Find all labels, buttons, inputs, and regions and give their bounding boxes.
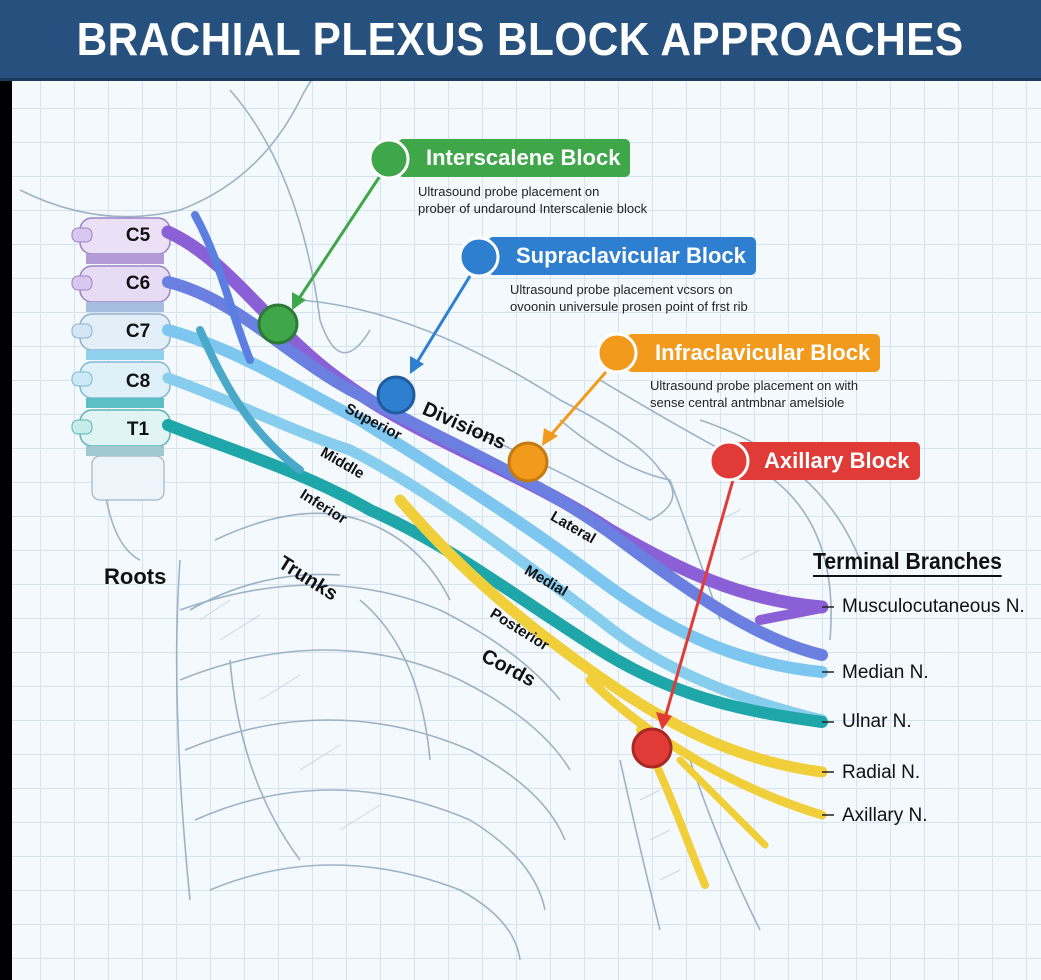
roots-label: Roots bbox=[104, 564, 167, 589]
root-label-c6: C6 bbox=[125, 273, 151, 294]
nerve-t1 bbox=[162, 419, 828, 728]
nerve-axillary-branch bbox=[585, 675, 827, 820]
axillary-block-name: Axillary Block bbox=[764, 448, 910, 473]
branch-ticks bbox=[822, 606, 834, 816]
branch-axillary: Axillary N. bbox=[842, 805, 928, 826]
branch-median: Median N. bbox=[842, 662, 929, 683]
page-title: BRACHIAL PLEXUS BLOCK APPROACHES bbox=[76, 13, 965, 65]
supraclavicular-block-label: Supraclavicular Block bbox=[488, 237, 756, 275]
axillary-marker-icon bbox=[708, 440, 750, 482]
root-label-t1: T1 bbox=[126, 419, 150, 440]
axillary-target-circle bbox=[631, 727, 673, 769]
nerve-c7 bbox=[162, 324, 828, 678]
skeleton-sketch bbox=[19, 72, 861, 961]
vertebrae bbox=[71, 217, 171, 501]
interscalene-target-circle bbox=[257, 303, 299, 345]
supraclavicular-desc: Ultrasound probe placement vcsors on ovo… bbox=[510, 281, 748, 315]
branch-musculocutaneous: Musculocutaneous N. bbox=[842, 596, 1025, 617]
interscalene-block-name: Interscalene Block bbox=[426, 145, 621, 170]
block-arrows bbox=[292, 175, 735, 730]
interscalene-desc: Ultrasound probe placement on prober of … bbox=[418, 183, 647, 217]
interscalene-desc-line2: prober of undaround Interscalenie block bbox=[418, 201, 648, 216]
nerve-c8 bbox=[162, 372, 828, 726]
supraclavicular-marker-icon bbox=[458, 236, 500, 278]
infraclavicular-target-circle bbox=[507, 441, 549, 483]
title-bar: BRACHIAL PLEXUS BLOCK APPROACHES bbox=[0, 0, 1041, 81]
supraclavicular-desc-line1: Ultrasound probe placement vcsors on bbox=[510, 282, 733, 297]
supraclavicular-desc-line2: ovoonin universule prosen point of frst … bbox=[510, 299, 748, 314]
branch-radial: Radial N. bbox=[842, 762, 921, 783]
infraclavicular-block-label: Infraclavicular Block bbox=[627, 334, 881, 372]
infraclavicular-block-name: Infraclavicular Block bbox=[655, 340, 871, 365]
block-targets bbox=[257, 303, 673, 769]
infraclavicular-desc: Ultrasound probe placement on with sense… bbox=[650, 377, 858, 411]
supraclavicular-block-name: Supraclavicular Block bbox=[516, 243, 746, 268]
root-label-c8: C8 bbox=[125, 371, 151, 392]
infraclavicular-desc-line1: Ultrasound probe placement on with bbox=[650, 378, 859, 393]
terminal-branches-heading: Terminal Branches bbox=[813, 548, 1002, 577]
interscalene-marker-icon bbox=[368, 138, 410, 180]
infraclavicular-desc-line2: sense central antmbnar amelsiole bbox=[650, 395, 845, 410]
infraclavicular-marker-icon bbox=[596, 332, 638, 374]
skeleton-hatching bbox=[199, 509, 781, 881]
axillary-block-label: Axillary Block bbox=[736, 442, 920, 480]
supraclavicular-target-circle bbox=[376, 375, 416, 415]
branch-ulnar: Ulnar N. bbox=[842, 711, 912, 732]
interscalene-block-label: Interscalene Block bbox=[398, 139, 631, 177]
nerve-axillary-down bbox=[676, 756, 769, 849]
nerve-posterior bbox=[394, 494, 828, 778]
root-label-c5: C5 bbox=[125, 225, 151, 246]
root-label-c7: C7 bbox=[125, 321, 151, 342]
interscalene-desc-line1: Ultrasound probe placement on bbox=[418, 184, 600, 199]
